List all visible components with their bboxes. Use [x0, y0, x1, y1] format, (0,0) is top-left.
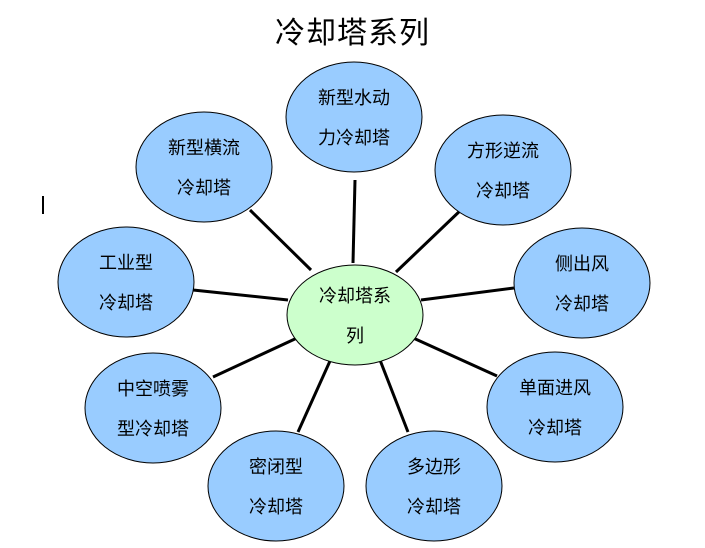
- node-new-hydrodynamic-label-line-2: 力冷却塔: [318, 128, 390, 149]
- node-closed-label-line-2: 冷却塔: [249, 497, 303, 518]
- node-ellipse-new-crossflow: [135, 111, 273, 223]
- diagram-title: 冷却塔系列: [275, 16, 430, 51]
- node-industrial-label-line-1: 工业型: [99, 253, 153, 274]
- center-node: 冷却塔系列: [286, 264, 424, 366]
- node-square-counterflow-label-line-2: 冷却塔: [476, 181, 530, 202]
- connector-hollow-spray: [212, 336, 298, 379]
- connector-new-hydrodynamic: [351, 179, 357, 264]
- connector-polygonal: [378, 359, 410, 433]
- center-label-line-2: 列: [346, 326, 364, 347]
- connector-square-counterflow: [394, 206, 465, 274]
- node-ellipse-polygonal: [365, 430, 503, 542]
- node-single-face-inlet-label-line-1: 单面进风: [519, 378, 591, 399]
- connector-new-crossflow: [248, 208, 313, 272]
- nodes: 新型水动力冷却塔方形逆流冷却塔侧出风冷却塔单面进风冷却塔多边形冷却塔密闭型冷却塔…: [57, 61, 651, 542]
- node-new-hydrodynamic-label-line-1: 新型水动: [318, 88, 390, 109]
- center-label-line-1: 冷却塔系: [319, 286, 391, 307]
- node-ellipse-square-counterflow: [434, 114, 572, 226]
- connector-closed: [296, 360, 332, 433]
- node-new-crossflow-label-line-2: 冷却塔: [177, 178, 231, 199]
- node-ellipse-closed: [207, 430, 345, 542]
- node-closed-label-line-1: 密闭型: [249, 457, 303, 478]
- node-hollow-spray-label-line-2: 型冷却塔: [117, 419, 189, 440]
- connector-industrial: [192, 288, 289, 302]
- node-square-counterflow-label-line-1: 方形逆流: [467, 141, 539, 162]
- node-polygonal-label-line-2: 冷却塔: [407, 497, 461, 518]
- node-polygonal-label-line-1: 多边形: [407, 457, 461, 478]
- connector-lines: [192, 179, 515, 433]
- node-ellipse-new-hydrodynamic: [285, 61, 423, 173]
- node-single-face-inlet-label-line-2: 冷却塔: [528, 418, 582, 439]
- center-ellipse: [286, 264, 424, 366]
- node-hollow-spray-label-line-1: 中空喷雾: [117, 379, 189, 400]
- node-new-crossflow-label-line-1: 新型横流: [168, 138, 240, 159]
- text-cursor: [42, 196, 44, 214]
- connector-side-outlet: [420, 286, 515, 302]
- node-ellipse-side-outlet: [513, 227, 651, 339]
- node-side-outlet-label-line-1: 侧出风: [555, 254, 609, 275]
- node-side-outlet-label-line-2: 冷却塔: [555, 294, 609, 315]
- center-node-group: 冷却塔系列: [286, 264, 424, 366]
- node-industrial-label-line-2: 冷却塔: [99, 293, 153, 314]
- connector-single-face-inlet: [410, 335, 498, 378]
- node-ellipse-single-face-inlet: [486, 351, 624, 463]
- node-ellipse-industrial: [57, 226, 195, 338]
- node-ellipse-hollow-spray: [84, 352, 222, 464]
